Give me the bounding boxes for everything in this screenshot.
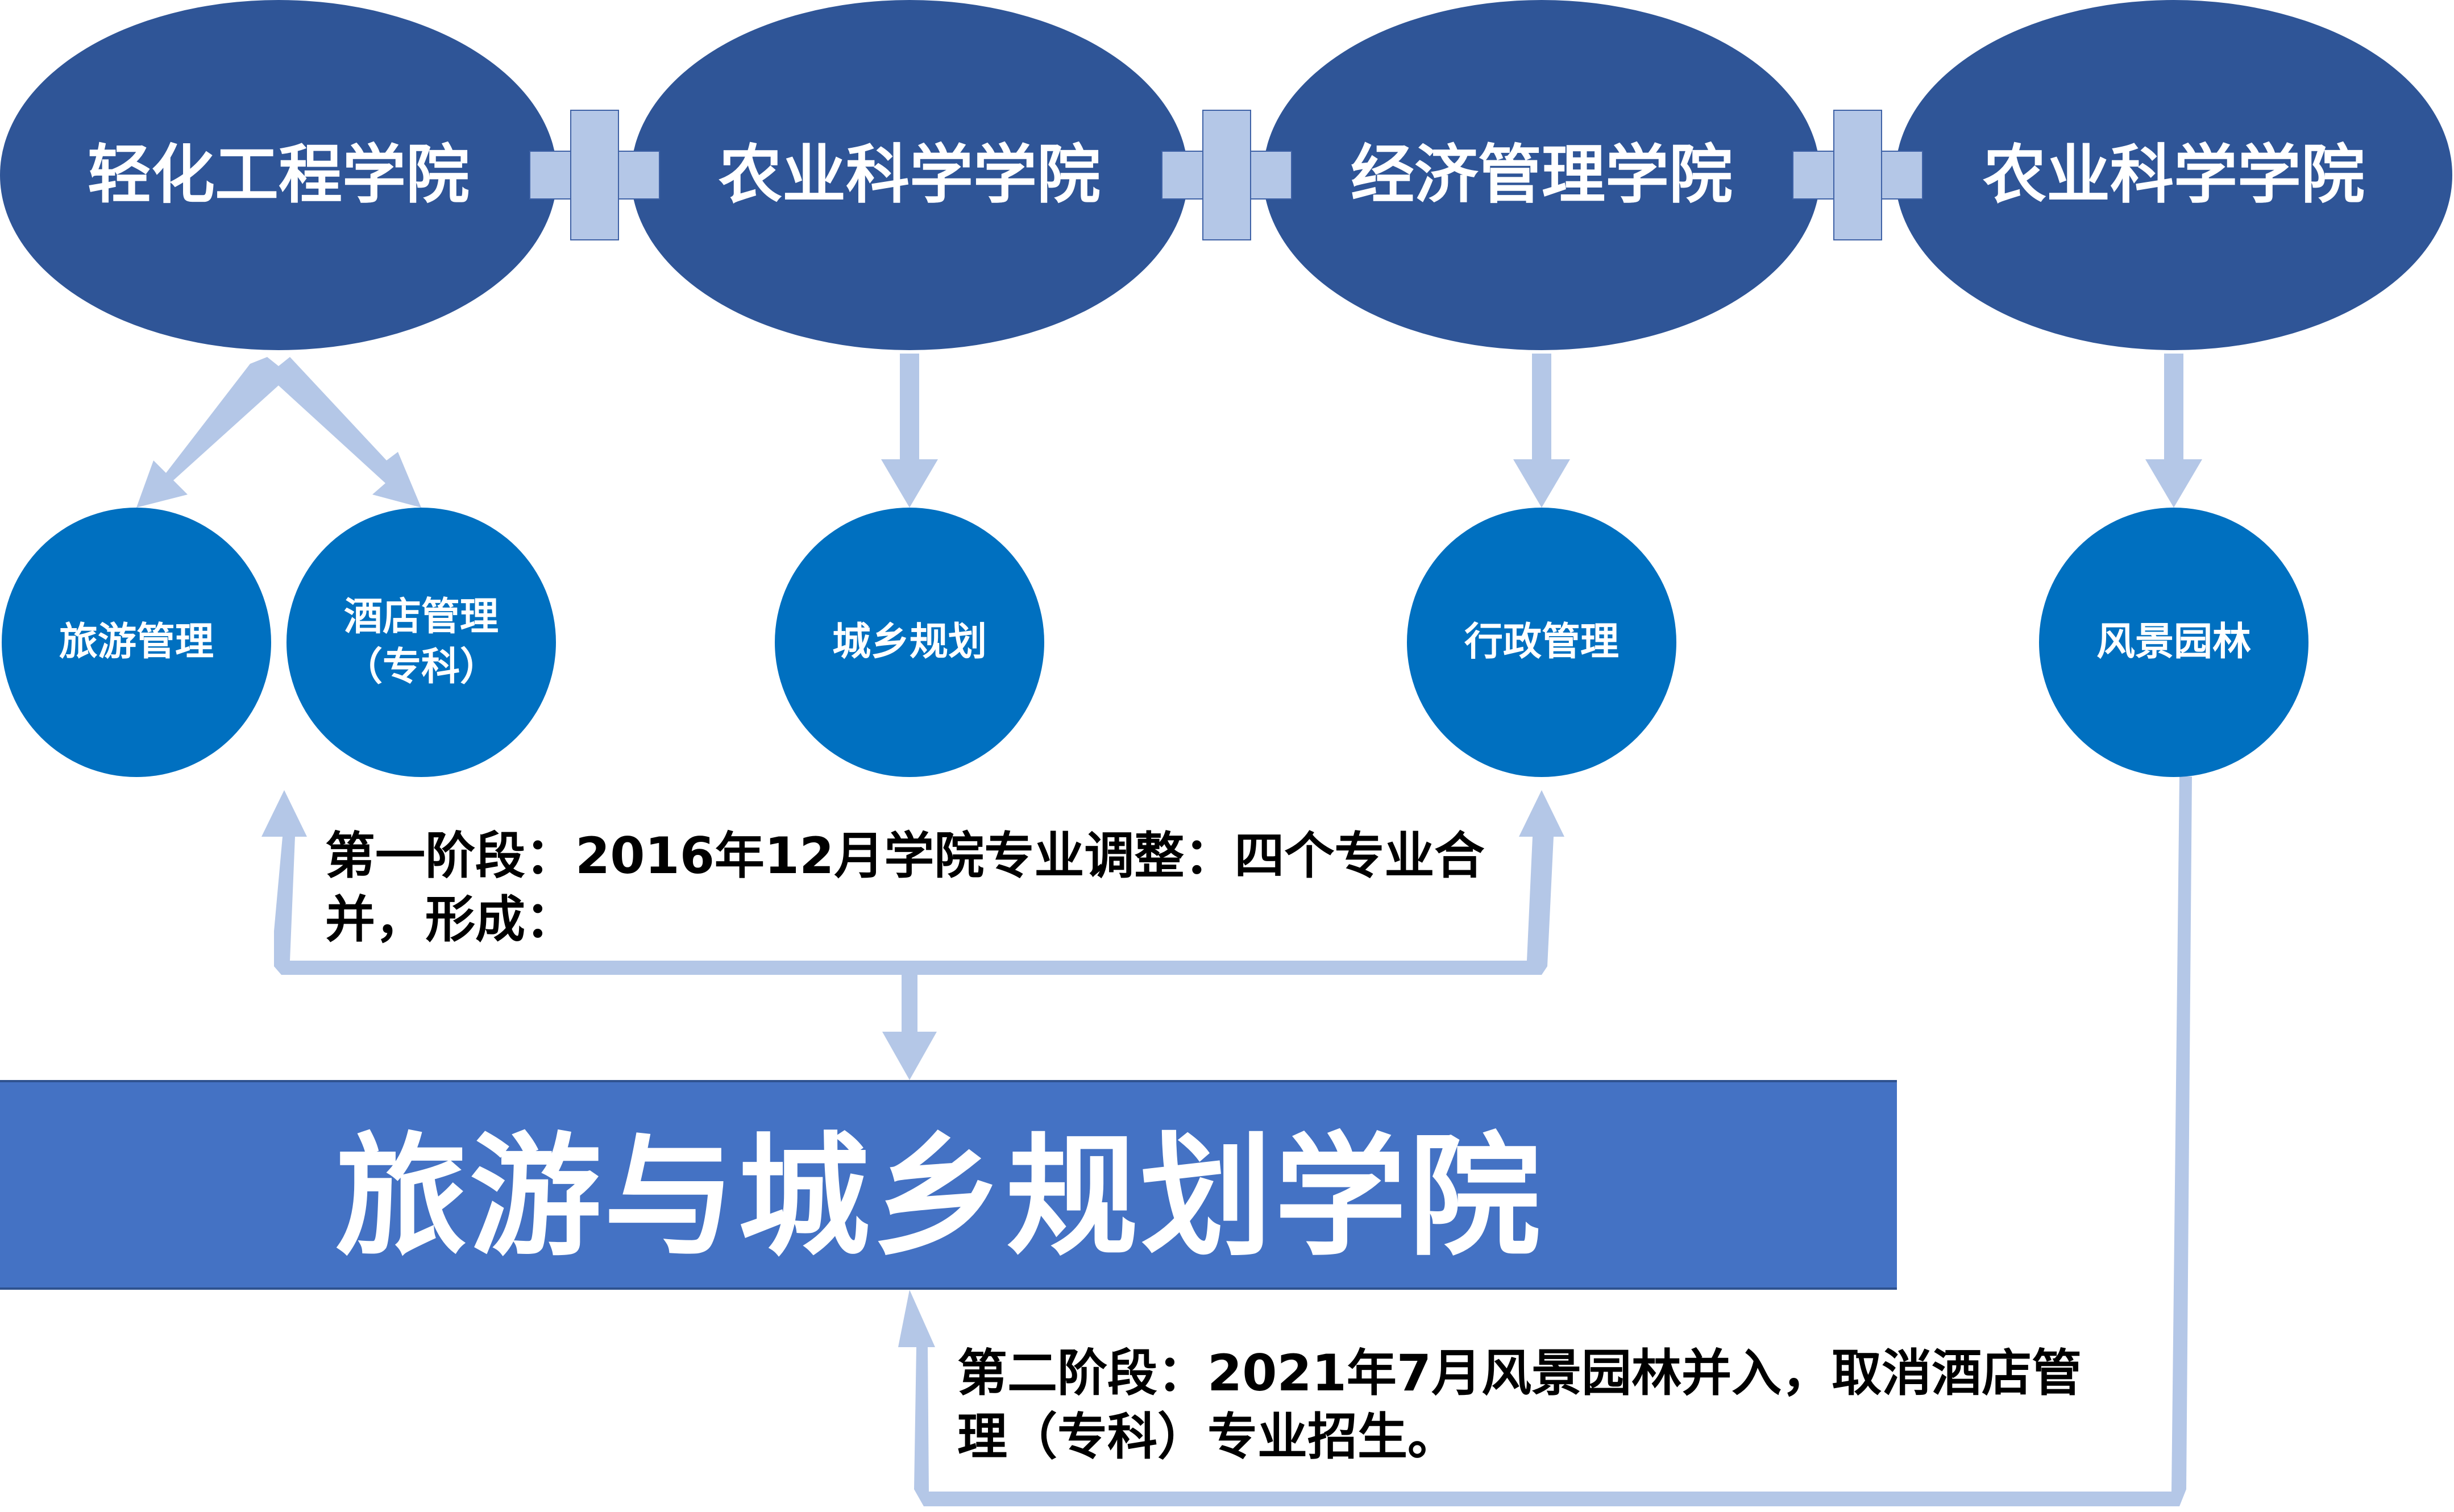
plus-icon	[529, 110, 660, 240]
college-light-chemical-engineering: 轻化工程学院	[0, 0, 557, 350]
phase2-description: 第二阶段：2021年7月风景园林并入，取消酒店管理（专科）专业招生。	[957, 1344, 2082, 1466]
result-college-banner: 旅游与城乡规划学院	[0, 1080, 1897, 1290]
college-agricultural-science-2: 农业科学学院	[1895, 0, 2452, 350]
result-college-title: 旅游与城乡规划学院	[335, 1120, 1543, 1274]
college-label: 经济管理学院	[1351, 138, 1733, 212]
phase1-description: 第一阶段：2016年12月学院专业调整：四个专业合并，形成：	[325, 826, 1485, 949]
major-administrative-management: 行政管理	[1407, 508, 1676, 777]
arrow-college3-to-admin	[1513, 354, 1570, 508]
major-label: 风景园林	[2096, 620, 2251, 664]
arrow-college1-to-hotel	[267, 357, 421, 508]
major-landscape-architecture: 风景园林	[2039, 508, 2308, 777]
major-label: 酒店管理（专科）	[343, 595, 499, 689]
major-hotel-management: 酒店管理（专科）	[286, 508, 556, 777]
plus-icon	[1161, 110, 1292, 240]
college-label: 轻化工程学院	[88, 138, 470, 212]
arrow-college4-to-landscape	[2145, 354, 2202, 508]
major-label: 行政管理	[1464, 620, 1619, 664]
major-label: 旅游管理	[59, 620, 214, 664]
arrow-phase1-to-result	[882, 975, 937, 1080]
college-label: 农业科学学院	[1983, 138, 2365, 212]
college-agricultural-science: 农业科学学院	[631, 0, 1188, 350]
arrow-college1-to-tourism	[136, 357, 290, 508]
major-label: 城乡规划	[832, 620, 987, 664]
major-tourism-management: 旅游管理	[2, 508, 271, 777]
college-label: 农业科学学院	[719, 138, 1101, 212]
college-economics-management: 经济管理学院	[1263, 0, 1820, 350]
major-urban-rural-planning: 城乡规划	[775, 508, 1044, 777]
arrow-college2-to-urban	[881, 354, 938, 508]
plus-icon	[1792, 110, 1923, 240]
